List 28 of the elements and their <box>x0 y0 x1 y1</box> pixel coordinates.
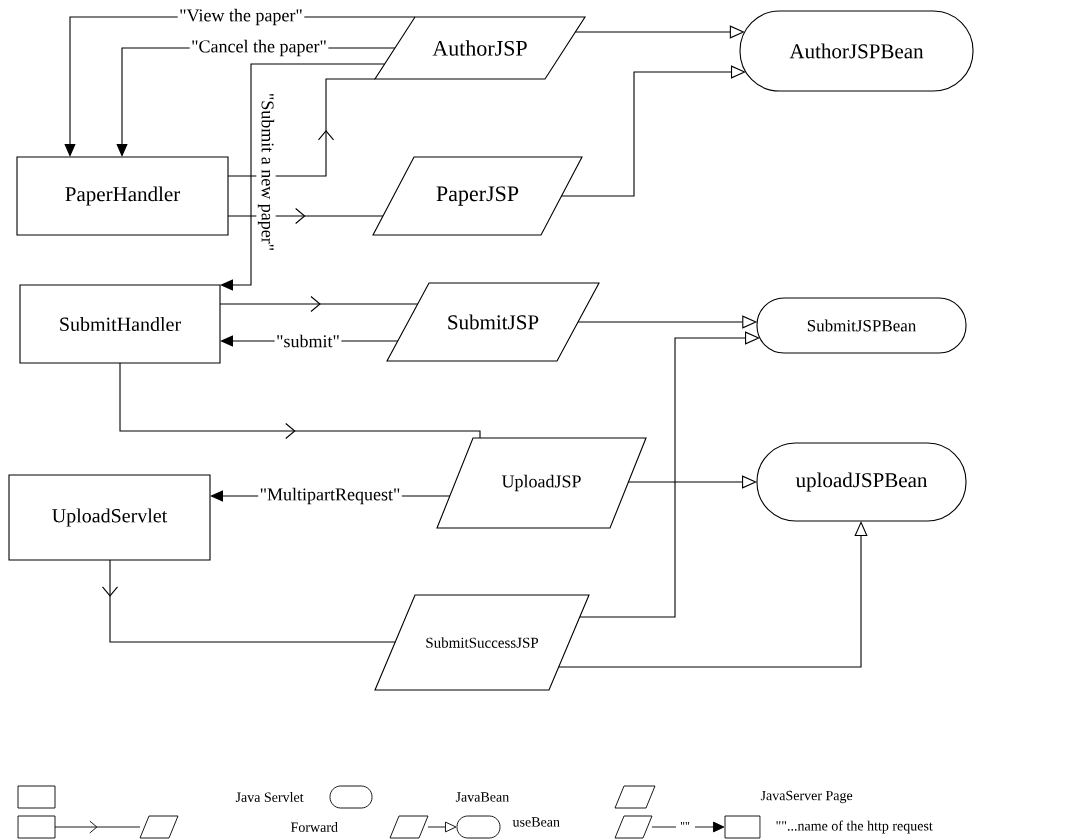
legend-text: Forward <box>290 822 338 832</box>
legend-text: JavaServer Page <box>760 790 853 804</box>
jsp-parallelogram: SubmitSuccessJSP <box>374 594 590 691</box>
edge-label: "MultipartRequest" <box>258 486 402 506</box>
edge-label: "submit" <box>274 333 342 349</box>
jsp-parallelogram: SubmitJSP <box>386 282 600 362</box>
bean-capsule: uploadJSPBean <box>756 442 967 522</box>
legend-text: Java Servlet <box>235 792 304 802</box>
arrow <box>627 475 757 489</box>
legend-text: ""...name of the http request <box>776 820 933 834</box>
bean-capsule: SubmitJSPBean <box>756 297 967 354</box>
arrow <box>560 65 746 197</box>
edge-label: "Cancel the paper" <box>189 38 329 58</box>
arrow <box>220 63 386 291</box>
arrow <box>558 521 868 668</box>
jsp-parallelogram: UploadJSP <box>436 437 647 529</box>
legend-text: useBean <box>512 817 560 827</box>
edge-label: "Submit a new paper" <box>256 91 276 253</box>
servlet-box: SubmitHandler <box>19 284 221 364</box>
request-name-label: "" <box>680 822 690 825</box>
arrow <box>579 331 760 618</box>
jsp-parallelogram: PaperJSP <box>372 156 583 236</box>
jsp-parallelogram: AuthorJSP <box>374 16 586 80</box>
legend-text: JavaBean <box>455 792 509 802</box>
bean-capsule: AuthorJSPBean <box>739 10 974 92</box>
servlet-box: UploadServlet <box>8 474 211 561</box>
servlet-box: PaperHandler <box>16 156 229 236</box>
edge-label: "View the paper" <box>177 7 305 27</box>
